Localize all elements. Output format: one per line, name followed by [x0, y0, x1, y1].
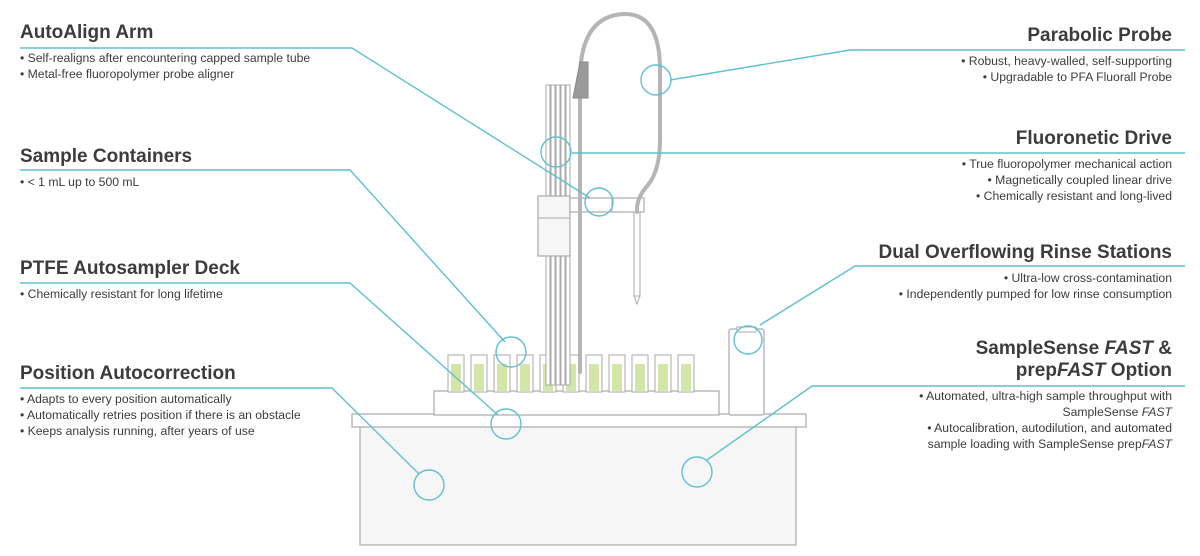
callout-bullet: • Chemically resistant and long-lived: [976, 189, 1172, 203]
sample-liquid: [612, 364, 622, 391]
title-part: &: [1153, 338, 1172, 359]
deck-top-plate: [351, 413, 807, 428]
sample-probe-tip: [633, 211, 641, 297]
leader-position-autocorrection: [20, 387, 420, 475]
callout-bullet: • Magnetically coupled linear drive: [987, 173, 1172, 187]
bullet-text-italic: FAST: [1141, 437, 1172, 451]
callout-bullet: • Independently pumped for low rinse con…: [898, 287, 1172, 301]
callout-samplesense: SampleSense FAST & prepFAST Option • Aut…: [919, 338, 1172, 452]
callout-bullet: • Automated, ultra-high sample throughpu…: [919, 388, 1172, 404]
callout-autoalign-arm: AutoAlign Arm • Self-realigns after enco…: [20, 22, 310, 82]
callout-bullet: • True fluoropolymer mechanical action: [961, 157, 1172, 171]
callout-bullet: • Upgradable to PFA Fluorall Probe: [982, 70, 1172, 84]
bullet-text: SampleSense: [1062, 405, 1142, 419]
callout-bullet: • < 1 mL up to 500 mL: [20, 175, 140, 189]
callout-title: Fluoronetic Drive: [1015, 128, 1172, 149]
marker-fluoronetic-drive: [540, 136, 572, 168]
marker-sample-containers: [495, 336, 527, 368]
callout-title: Dual Overflowing Rinse Stations: [878, 242, 1173, 263]
bullet-text: • Autocalibration, autodilution, and aut…: [927, 421, 1172, 435]
ptfe-deck: [433, 390, 720, 416]
callout-title: Sample Containers: [20, 146, 193, 167]
sample-liquid: [658, 364, 668, 391]
title-part: SampleSense: [975, 338, 1105, 359]
sample-tubes: [447, 354, 695, 393]
leader-rinse-stations: [759, 265, 1185, 326]
marker-samplesense: [681, 456, 713, 488]
callout-bullet: • Adapts to every position automatically: [20, 392, 232, 406]
callout-title: Position Autocorrection: [20, 363, 236, 384]
callout-title: PTFE Autosampler Deck: [20, 258, 240, 279]
leader-ptfe-deck: [20, 282, 499, 416]
parabolic-probe-tubing: [578, 11, 662, 374]
marker-rinse-stations: [733, 325, 763, 355]
sample-liquid: [681, 364, 691, 391]
marker-autoalign-arm: [584, 187, 614, 217]
callout-bullet: • Autocalibration, autodilution, and aut…: [919, 420, 1172, 436]
sample-liquid: [635, 364, 645, 391]
leader-sample-containers: [20, 169, 506, 343]
callout-parabolic-probe: Parabolic Probe • Robust, heavy-walled, …: [961, 25, 1172, 85]
callout-sample-containers: Sample Containers • < 1 mL up to 500 mL: [20, 146, 192, 190]
title-part: prep: [1015, 360, 1057, 381]
callout-leaders: [20, 47, 1185, 501]
callout-bullet: • Robust, heavy-walled, self-supporting: [961, 54, 1172, 68]
bullet-text: sample loading with SampleSense prep: [927, 437, 1142, 451]
sample-liquid: [520, 364, 530, 391]
title-part: FAST: [1056, 360, 1106, 381]
autosampler-base: [359, 424, 797, 546]
callout-bullet: • Self-realigns after encountering cappe…: [20, 51, 311, 65]
sample-liquid: [497, 364, 507, 391]
fluoronetic-drive-carriage: [537, 195, 571, 257]
leader-samplesense: [706, 385, 1185, 461]
callout-bullet: • Keeps analysis running, after years of…: [20, 424, 255, 438]
callout-rinse-stations: Dual Overflowing Rinse Stations • Ultra-…: [879, 242, 1173, 302]
sample-liquid: [589, 364, 599, 391]
sample-liquid: [566, 364, 576, 391]
sample-liquid: [474, 364, 484, 391]
marker-parabolic-probe: [640, 64, 672, 96]
callout-title: Parabolic Probe: [1027, 25, 1172, 46]
callout-position-autocorrection: Position Autocorrection • Adapts to ever…: [20, 363, 301, 439]
callout-bullet: SampleSense FAST: [919, 404, 1172, 420]
callout-bullet: • Chemically resistant for long lifetime: [20, 287, 223, 301]
title-part: FAST: [1104, 338, 1153, 359]
callout-bullet: • Metal-free fluoropolymer probe aligner: [20, 67, 235, 81]
leader-parabolic-probe: [669, 49, 1185, 81]
marker-position-autocorrection: [413, 469, 445, 501]
leader-autoalign-arm: [20, 47, 591, 199]
callout-title: AutoAlign Arm: [20, 22, 154, 43]
callout-fluoronetic-drive: Fluoronetic Drive • True fluoropolymer m…: [962, 128, 1172, 204]
callout-bullet: • Automatically retries position if ther…: [20, 408, 301, 422]
callout-bullet: • Ultra-low cross-contamination: [1003, 271, 1172, 285]
callout-ptfe-deck: PTFE Autosampler Deck • Chemically resis…: [20, 258, 240, 302]
autoalign-arm: [569, 197, 645, 213]
marker-ptfe-deck: [490, 408, 522, 440]
rinse-station-cap: [736, 326, 757, 333]
callout-title: SampleSense FAST & prepFAST Option: [919, 338, 1172, 382]
callout-bullet: sample loading with SampleSense prepFAST: [919, 436, 1172, 452]
bullet-text-italic: FAST: [1141, 405, 1172, 419]
bullet-text: • Automated, ultra-high sample throughpu…: [919, 389, 1172, 403]
title-part: Option: [1105, 360, 1172, 381]
